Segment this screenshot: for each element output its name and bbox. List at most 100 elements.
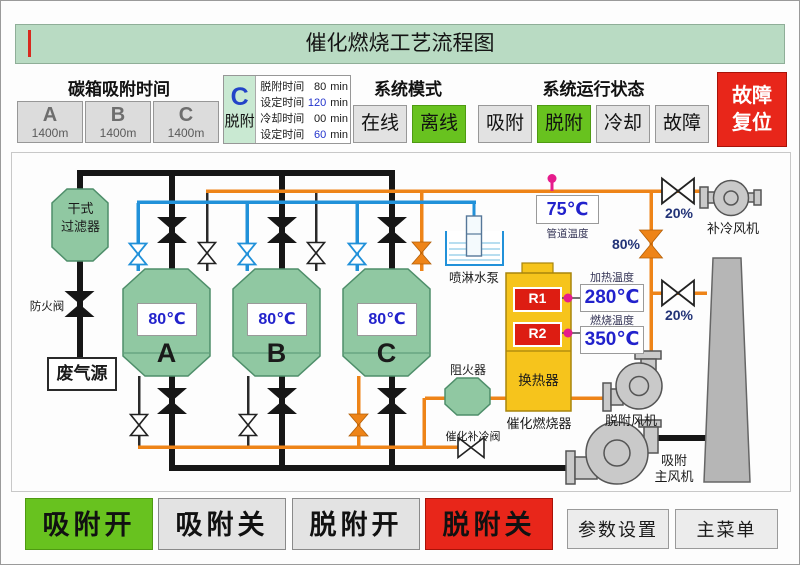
active-tank-letter: C [230,83,249,111]
cooling-fan [699,179,762,217]
pipe-temp-sensor [547,174,557,191]
valve-20pct-mid-label: 20% [664,307,694,323]
desorption-fan [602,350,663,412]
adsorption-time-header: 碳箱吸附时间 [68,80,170,99]
tank-c-temp-display: 80℃ [357,303,417,336]
aux-pipes [138,192,318,448]
valve-80pct-label: 80% [611,236,641,252]
page-title: 催化燃烧工艺流程图 [305,32,495,55]
main-menu-button[interactable]: 主菜单 [675,509,778,549]
title-bar: 催化燃烧工艺流程图 [15,24,785,64]
heat-temp-label: 加热温度 [590,272,634,284]
system-mode-header: 系统模式 [374,80,442,99]
fire-valve [64,291,95,317]
carbon-box-c-value: 1400m [167,126,205,140]
carbon-box-b: B 1400m [85,101,151,143]
valve-20pct-mid [661,278,695,308]
flame-arrester-label: 阻火器 [449,363,486,377]
fire-valve-label: 防火阀 [29,301,65,313]
tank-c-outlet-valve [377,388,407,414]
active-tank-mode: 脱附 [224,113,255,130]
pipe-temp-display: 75℃ [536,195,599,224]
desorb-on-button[interactable]: 脱附开 [292,498,420,550]
status-fault-indicator: 故障 [655,105,709,143]
heater-r1: R1 [513,287,562,312]
main-fan-label: 吸附 主风机 [654,453,694,484]
mode-offline-button[interactable]: 离线 [412,105,466,143]
spray-pump-label: 喷淋水泵 [448,271,499,285]
carbon-box-b-value: 1400m [99,126,137,140]
fault-reset-button[interactable]: 故障 复位 [717,72,787,147]
status-desorb-indicator: 脱附 [537,105,591,143]
chimney [703,257,751,483]
heat-exchanger-label: 换热器 [518,373,559,388]
tank-a-letter: A [156,338,177,368]
tank-b-letter: B [266,338,287,368]
timer-desorb-value: 80 [314,81,327,93]
active-tank-indicator: C 脱附 [224,76,257,143]
tank-b-inlet-valve [267,217,297,243]
tank-b-outlet-valve [267,388,297,414]
tank-b-desorb-in-valve [305,241,327,265]
catalytic-burner-label: 催化燃烧器 [506,416,572,431]
timer-list: 脱附时间 80 min 设定时间 120 min 冷却时间 00 min 设定时… [256,76,350,143]
tank-c-inlet-valve [377,217,407,243]
heater-r2: R2 [513,322,562,347]
tank-b-spray-valve [236,242,258,266]
timer-row-cool: 冷却时间 00 min [260,113,348,125]
burn-temp-display: 350℃ [580,326,644,354]
adsorb-off-button[interactable]: 吸附关 [158,498,286,550]
tank-c-spray-valve [346,242,368,266]
timer-cool-set-value: 60 [314,129,327,141]
tank-a-temp-display: 80℃ [137,303,197,336]
valve-80pct [638,229,664,259]
timer-row-desorb-set: 设定时间 120 min [260,97,348,109]
waste-gas-source: 废气源 [47,357,117,391]
tank-c-desorb-in-valve [411,241,432,265]
carbon-box-c-letter: C [178,104,194,126]
status-cool-indicator: 冷却 [596,105,650,143]
spray-pump [445,215,504,266]
carbon-box-a-letter: A [42,104,58,126]
timer-row-cool-set: 设定时间 60 min [260,129,348,141]
desorb-off-button[interactable]: 脱附关 [425,498,553,550]
carbon-box-a: A 1400m [17,101,83,143]
mode-online-button[interactable]: 在线 [353,105,407,143]
tank-c-letter: C [376,338,397,368]
catalytic-cool-valve [457,435,485,460]
pipe-temp-label: 管道温度 [546,228,589,240]
tank-a-inlet-valve [157,217,187,243]
system-status-header: 系统运行状态 [542,80,645,99]
spray-pipes [136,200,476,271]
tank-a-outlet-valve [157,388,187,414]
diagram-frame [11,152,791,492]
tank-a-desorb-out-valve [128,413,150,437]
tank-a-spray-valve [127,242,149,266]
tank-b-temp-display: 80℃ [247,303,307,336]
carbon-box-a-value: 1400m [31,126,69,140]
active-tank-panel: C 脱附 脱附时间 80 min 设定时间 120 min 冷却时间 00 mi… [223,75,351,144]
cooling-fan-label: 补冷风机 [706,221,759,236]
carbon-box-b-letter: B [110,104,126,126]
adsorb-on-button[interactable]: 吸附开 [25,498,153,550]
main-adsorption-fan [565,419,662,485]
heat-temp-display: 280℃ [580,284,644,312]
timer-cool-value: 00 [314,113,327,125]
params-button[interactable]: 参数设置 [567,509,669,549]
tank-a-desorb-in-valve [196,241,218,265]
burn-temp-label: 燃烧温度 [590,315,634,327]
catalytic-cool-valve-label: 催化补冷阀 [445,431,501,443]
title-accent-line [28,30,31,57]
tank-b-desorb-out-valve [237,413,259,437]
valve-20pct-top-label: 20% [664,205,694,221]
timer-desorb-set-value: 120 [307,97,327,109]
dry-filter [51,188,109,262]
dry-filter-label: 干式 过滤器 [60,201,100,234]
valve-20pct-top [661,176,695,206]
timer-row-desorb: 脱附时间 80 min [260,81,348,93]
status-adsorb-indicator: 吸附 [478,105,532,143]
desorption-fan-label: 脱附风机 [604,413,657,428]
tank-c-desorb-out-valve [348,413,369,437]
